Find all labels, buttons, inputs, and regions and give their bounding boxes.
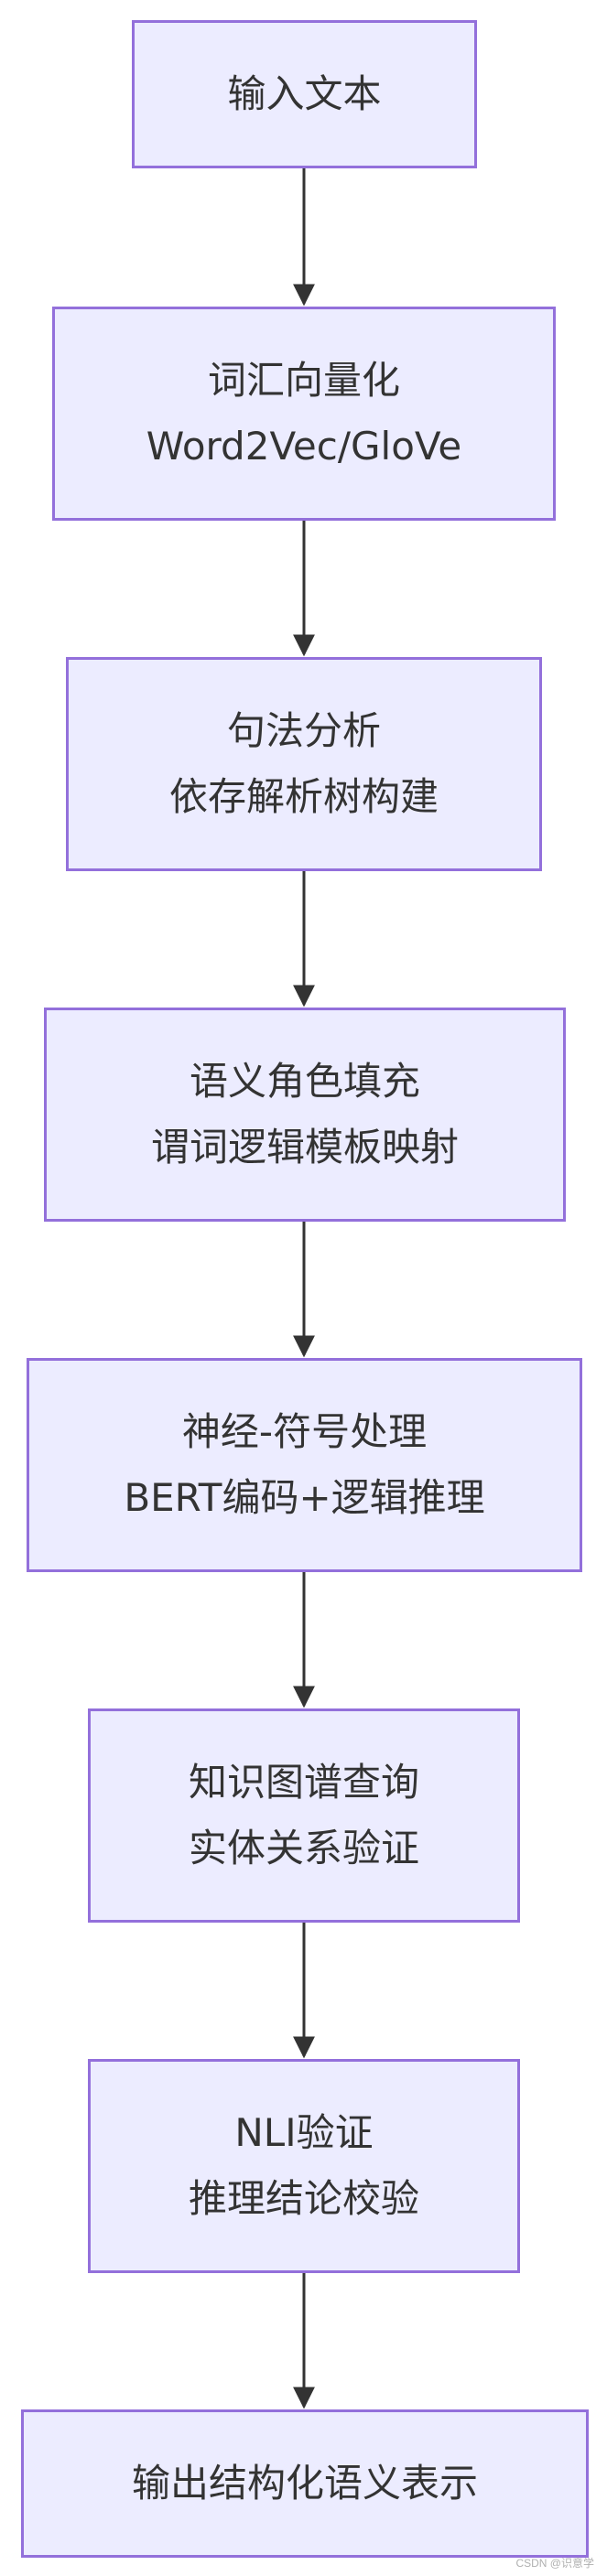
node-semantic-role-line-1: 语义角色填充 [189, 1059, 420, 1104]
node-word-vector: 词汇向量化 Word2Vec/GloVe [52, 307, 556, 521]
node-word-vector-line-1: 词汇向量化 [207, 358, 400, 403]
node-output-line-1: 输出结构化语义表示 [131, 2461, 478, 2506]
node-knowledge-graph: 知识图谱查询 实体关系验证 [88, 1708, 520, 1923]
node-input-line-1: 输入文本 [227, 71, 382, 116]
node-output: 输出结构化语义表示 [21, 2409, 589, 2558]
node-input: 输入文本 [132, 20, 477, 168]
node-neuro-symbolic-line-1: 神经-符号处理 [181, 1409, 428, 1454]
watermark: CSDN @识意学 [515, 2557, 594, 2570]
node-word-vector-line-2: Word2Vec/GloVe [146, 424, 462, 469]
node-syntax: 句法分析 依存解析树构建 [66, 657, 542, 871]
node-nli: NLI验证 推理结论校验 [88, 2059, 520, 2273]
node-knowledge-graph-line-2: 实体关系验证 [188, 1826, 419, 1870]
node-nli-line-1: NLI验证 [234, 2110, 374, 2155]
node-semantic-role-line-2: 谓词逻辑模板映射 [150, 1125, 459, 1169]
node-semantic-role: 语义角色填充 谓词逻辑模板映射 [44, 1008, 566, 1222]
node-neuro-symbolic-line-2: BERT编码+逻辑推理 [124, 1475, 485, 1520]
node-neuro-symbolic: 神经-符号处理 BERT编码+逻辑推理 [27, 1358, 582, 1572]
node-syntax-line-1: 句法分析 [226, 708, 381, 753]
node-syntax-line-2: 依存解析树构建 [168, 774, 439, 819]
node-knowledge-graph-line-1: 知识图谱查询 [188, 1760, 419, 1805]
node-nli-line-2: 推理结论校验 [188, 2176, 419, 2221]
